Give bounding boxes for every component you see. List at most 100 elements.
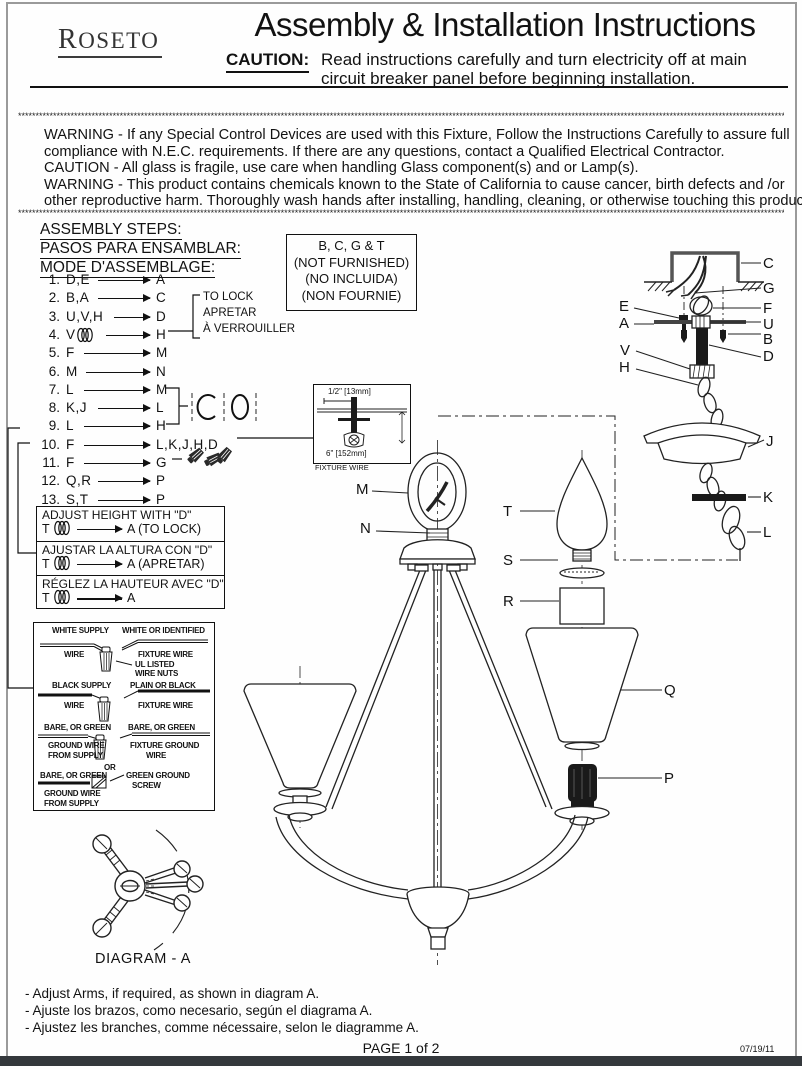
coil-spring-icon <box>54 555 70 570</box>
dimension-top: 1/2" [13mm] <box>328 387 371 396</box>
adjust-height-box: ADJUST HEIGHT WITH "D" T A (TO LOCK) AJU… <box>36 506 225 609</box>
wiring-label: WIRE <box>64 650 85 659</box>
page-number: PAGE 1 of 2 <box>362 1040 440 1056</box>
wiring-label: BARE, OR GREEN <box>128 723 195 732</box>
adjust-arms-note-es: - Ajuste los brazos, como necesario, seg… <box>25 1003 373 1018</box>
wiring-label: FROM SUPPLY <box>44 799 99 808</box>
fixture-wire-caption: FIXTURE WIRE <box>315 463 369 472</box>
lock-note-line: TO LOCK <box>203 291 254 303</box>
part-label-u: U <box>763 316 775 333</box>
wiring-label: BARE, OR GREEN <box>44 723 111 732</box>
step-arrow-icon <box>98 274 151 286</box>
scan-bottom-edge <box>0 1056 802 1066</box>
wiring-label: GROUND WIRE <box>48 741 105 750</box>
wiring-label: GROUND WIRE <box>44 789 101 798</box>
part-label-j: J <box>766 433 774 450</box>
wiring-label: WIRE NUTS <box>135 669 179 678</box>
part-label-n: N <box>360 520 372 537</box>
warning-line: other reproductive harm. Thoroughly wash… <box>44 193 802 209</box>
header-rule <box>30 86 788 88</box>
assembly-steps-heading-fr: MODE D'ASSEMBLAGE: <box>40 259 216 278</box>
wiring-label: WHITE OR IDENTIFIED <box>122 626 205 635</box>
step-arrow-icon <box>77 558 123 570</box>
warning-line: WARNING - If any Special Control Devices… <box>44 127 790 143</box>
part-label-m: M <box>356 481 369 498</box>
coil-spring-icon <box>54 520 70 536</box>
lock-note-line: APRETAR <box>203 307 257 319</box>
caution-label: CAUTION: <box>226 50 310 73</box>
wiring-label: SCREW <box>132 781 161 790</box>
step-arrow-icon <box>84 384 151 396</box>
lock-note-line: À VERROUILLER <box>203 323 296 335</box>
step-arrow-icon <box>106 329 151 341</box>
wiring-label: FIXTURE WIRE <box>138 650 193 659</box>
adjust-height-row-fr: RÉGLEZ LA HAUTEUR AVEC "D" T A <box>37 575 224 610</box>
step-arrow-icon <box>98 292 151 304</box>
wiring-label: FIXTURE WIRE <box>138 701 193 710</box>
part-label-p: P <box>664 770 675 787</box>
part-label-f: F <box>763 300 773 317</box>
part-label-a: A <box>619 315 630 332</box>
step-arrow-icon <box>77 523 123 535</box>
step-arrow-icon <box>84 347 151 359</box>
step-arrow-icon <box>77 592 123 605</box>
step-arrow-icon <box>98 494 151 506</box>
not-furnished-line: (NON FOURNIE) <box>301 287 402 303</box>
part-label-t: T <box>503 503 513 520</box>
part-label-l: L <box>763 524 772 541</box>
adjust-height-row-en: ADJUST HEIGHT WITH "D" T A (TO LOCK) <box>42 508 202 536</box>
wiring-label: UL LISTED <box>135 660 175 669</box>
part-label-c: C <box>763 255 775 272</box>
revision-date: 07/19/11 <box>740 1044 775 1054</box>
wiring-label: BARE, OR GREEN <box>40 771 107 780</box>
brand-logo: ROSETO <box>58 24 163 58</box>
wiring-label: FIXTURE GROUND <box>130 741 200 750</box>
part-label-h: H <box>619 359 631 376</box>
part-label-k: K <box>763 489 774 506</box>
caution-text-line1: Read instructions carefully and turn ele… <box>321 50 747 69</box>
wiring-label: OR <box>104 763 116 772</box>
dimension-bottom: 6" [152mm] <box>326 449 367 458</box>
warning-line: WARNING - This product contains chemical… <box>44 177 785 193</box>
wiring-label: WIRE <box>146 751 167 760</box>
diagram-a-caption: DIAGRAM - A <box>95 951 192 967</box>
part-label-v: V <box>620 342 631 359</box>
wiring-label: WIRE <box>64 701 85 710</box>
asterisk-separator-top: ****************************************… <box>18 111 784 121</box>
warning-line: compliance with N.E.C. requirements. If … <box>44 144 725 160</box>
part-label-g: G <box>763 280 776 297</box>
not-furnished-box: B, C, G & T (NOT FURNISHED) (NO INCLUIDA… <box>286 234 417 311</box>
not-furnished-line: B, C, G & T <box>318 238 385 253</box>
part-label-q: Q <box>664 682 677 699</box>
wiring-label: WHITE SUPPLY <box>52 626 109 635</box>
caution-text-line2: circuit breaker panel before beginning i… <box>321 69 696 88</box>
wiring-label: FROM SUPPLY <box>48 751 103 760</box>
part-label-r: R <box>503 593 515 610</box>
step-arrow-icon <box>84 420 151 432</box>
part-label-d: D <box>763 348 775 365</box>
step-arrow-icon <box>84 439 151 451</box>
step-arrow-icon <box>84 457 151 469</box>
step-arrow-icon <box>114 311 151 323</box>
warning-line: CAUTION - All glass is fragile, use care… <box>44 160 639 176</box>
wiring-connections-box: WHITE SUPPLY WHITE OR IDENTIFIED WIRE FI… <box>33 622 215 811</box>
page-title: Assembly & Installation Instructions <box>254 6 756 43</box>
not-furnished-line: (NOT FURNISHED) <box>293 254 410 270</box>
step-arrow-icon <box>98 475 151 487</box>
part-label-s: S <box>503 552 514 569</box>
step-arrow-icon <box>98 402 151 414</box>
not-furnished-line: (NO INCLUIDA) <box>305 271 398 286</box>
coil-spring-icon <box>54 590 70 605</box>
